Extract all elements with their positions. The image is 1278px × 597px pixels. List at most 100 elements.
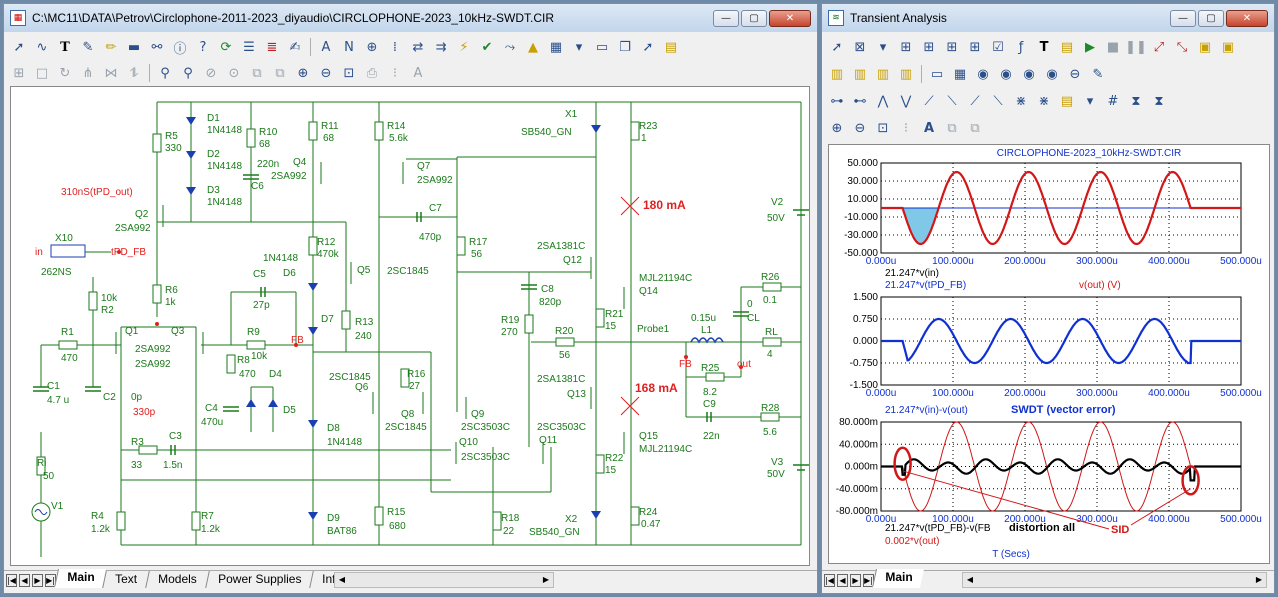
zoom-fit-icon[interactable]: ⊡ <box>343 65 355 81</box>
help-icon[interactable]: ? <box>199 39 207 55</box>
t-tool10-icon[interactable]: ⋇ <box>1038 93 1050 109</box>
align-icon[interactable]: ⊞ <box>13 65 25 81</box>
t-tool5-icon[interactable]: ⟋ <box>924 93 934 109</box>
t-layer-icon[interactable]: ⧉ <box>947 120 957 136</box>
find-next-icon[interactable]: ⚲ <box>183 65 193 81</box>
flip-v-icon[interactable]: ⥮ <box>129 65 139 81</box>
transient-hscroll[interactable]: ◀ ▶ <box>962 572 1267 588</box>
t-tool12-icon[interactable]: ⧗ <box>1154 93 1164 109</box>
t-text-icon[interactable]: T <box>1039 39 1049 55</box>
t-page2-icon[interactable]: ▣ <box>1221 39 1235 55</box>
t-grid-small-icon[interactable]: ⁝ <box>903 120 909 136</box>
t-tab-main[interactable]: Main <box>871 569 925 588</box>
t-zoom-fit-icon[interactable]: ⊡ <box>877 120 889 136</box>
grid-text-icon[interactable]: ☰ <box>243 39 255 55</box>
t-minus-icon[interactable]: ⊖ <box>1069 66 1081 82</box>
refresh-icon[interactable]: ⟳ <box>220 39 232 55</box>
route-icon[interactable]: ⤳ <box>504 39 516 55</box>
t-func-icon[interactable]: ƒ <box>1018 39 1024 55</box>
zoom-out-icon[interactable]: ⊖ <box>320 65 332 81</box>
info-icon[interactable]: ⓘ <box>173 41 187 57</box>
pause-icon[interactable]: ❚❚ <box>1125 39 1147 55</box>
maximize-button[interactable]: ▢ <box>741 10 767 27</box>
node-numbers-icon[interactable]: N <box>344 39 354 55</box>
t-grid2-icon[interactable]: ▥ <box>853 66 867 82</box>
t-dd2-icon[interactable]: ▾ <box>1086 93 1094 109</box>
t-scale-out-icon[interactable]: ⤢ <box>1153 39 1165 55</box>
tab-first-icon[interactable]: |◀ <box>6 574 17 587</box>
transient-titlebar[interactable]: ≋ Transient Analysis — ▢ ✕ <box>822 4 1274 32</box>
t-tool3-icon[interactable]: ⋀ <box>877 93 889 109</box>
t-grid1-icon[interactable]: ▥ <box>830 66 844 82</box>
transient-maximize-button[interactable]: ▢ <box>1198 10 1224 27</box>
print-icon[interactable]: ⎙ <box>366 65 378 81</box>
t-tool1-icon[interactable]: ⊶ <box>830 93 844 109</box>
stop-sim-icon[interactable]: ■ <box>1106 39 1120 55</box>
t-select-icon[interactable]: ➚ <box>831 39 843 55</box>
stop-icon[interactable]: ⊘ <box>205 65 217 81</box>
t-tool4-icon[interactable]: ⋁ <box>900 93 912 109</box>
t-tool6-icon[interactable]: ⟍ <box>947 93 957 109</box>
t-dropdown-icon[interactable]: ▾ <box>879 39 887 55</box>
schematic-canvas[interactable]: D1 1N4148 D2 1N4148 D3 1N4148 R5 330 R10… <box>10 86 810 566</box>
transient-close-button[interactable]: ✕ <box>1226 10 1268 27</box>
edit-icon[interactable]: ✍ <box>289 39 301 55</box>
minimize-button[interactable]: — <box>713 10 739 27</box>
t-grid4-icon[interactable]: ▥ <box>899 66 913 82</box>
t-zoom-out-icon[interactable]: ⊖ <box>854 120 866 136</box>
close-button[interactable]: ✕ <box>769 10 811 27</box>
attr-text-icon[interactable]: A <box>321 39 331 55</box>
dropdown-icon[interactable]: ▾ <box>575 39 583 55</box>
tab-main[interactable]: Main <box>53 569 107 588</box>
t-tool8-icon[interactable]: ⟍ <box>993 93 1003 109</box>
tab-text[interactable]: Text <box>102 571 150 588</box>
check-icon[interactable]: ✔ <box>481 39 493 55</box>
layer-icon[interactable]: ⧉ <box>252 65 262 81</box>
pin-connection-icon[interactable]: ⊕ <box>366 39 378 55</box>
tab-power-supplies[interactable]: Power Supplies <box>205 571 314 588</box>
font-icon[interactable]: A <box>413 65 423 81</box>
mirror-icon[interactable]: ⋔ <box>82 65 94 81</box>
t-cursor-icon[interactable]: ⊞ <box>969 39 981 55</box>
t-tool11-icon[interactable]: ⧗ <box>1131 93 1141 109</box>
tab-models[interactable]: Models <box>145 571 209 588</box>
copy-page-icon[interactable]: ❐ <box>619 39 631 55</box>
t-font-icon[interactable]: A <box>923 120 935 136</box>
schematic-titlebar[interactable]: ▦ C:\MC11\DATA\Petrov\Circlophone-2011-2… <box>4 4 817 32</box>
tab-prev-icon[interactable]: ◀ <box>19 574 30 587</box>
step-icon[interactable]: ⊙ <box>228 65 240 81</box>
find-icon[interactable]: ⚲ <box>160 65 170 81</box>
wire-icon[interactable]: ∿ <box>36 39 48 55</box>
rotate-icon[interactable]: ↻ <box>59 65 71 81</box>
grid-icon[interactable]: ▦ <box>549 39 563 55</box>
t-edit-icon[interactable]: ✎ <box>1092 66 1104 82</box>
flow-icon[interactable]: ⇉ <box>435 39 447 55</box>
list-icon[interactable]: ≣ <box>266 39 278 55</box>
t-horiz-icon[interactable]: ▭ <box>930 66 944 82</box>
page-icon[interactable]: ▭ <box>595 39 609 55</box>
t-clip-icon[interactable]: ▤ <box>1060 93 1074 109</box>
lightning-icon[interactable]: ⚡ <box>459 39 469 55</box>
t-layer2-icon[interactable]: ⧉ <box>970 120 980 136</box>
t-table-icon[interactable]: ▦ <box>953 66 967 82</box>
schematic-hscroll[interactable]: ◀ ▶ <box>334 572 554 588</box>
t-tab-prev-icon[interactable]: ◀ <box>837 574 848 587</box>
bus-icon[interactable]: ▬ <box>127 39 141 55</box>
component-icon[interactable]: ⚯ <box>151 39 163 55</box>
tab-next-icon[interactable]: ▶ <box>32 574 43 587</box>
t-zoom-y-icon[interactable]: ⊞ <box>946 39 958 55</box>
t-tab-next-icon[interactable]: ▶ <box>850 574 861 587</box>
t-scroll-left-icon[interactable]: ◀ <box>966 575 974 584</box>
t-tool7-icon[interactable]: ⟋ <box>970 93 980 109</box>
t-scale-icon[interactable]: ⊠ <box>854 39 866 55</box>
pencil-icon[interactable]: ✏ <box>105 39 117 55</box>
transient-minimize-button[interactable]: — <box>1170 10 1196 27</box>
t-check-icon[interactable]: ☑ <box>992 39 1004 55</box>
text-tool-icon[interactable]: T <box>60 39 70 55</box>
pointer-icon[interactable]: ➚ <box>642 39 654 55</box>
t-peek2-icon[interactable]: ◉ <box>1000 66 1012 82</box>
t-grid3-icon[interactable]: ▥ <box>876 66 890 82</box>
grid-dots-icon[interactable]: ⁞ <box>392 39 398 55</box>
properties-icon[interactable]: ▤ <box>664 39 678 55</box>
t-num-icon[interactable]: # <box>1107 93 1119 109</box>
